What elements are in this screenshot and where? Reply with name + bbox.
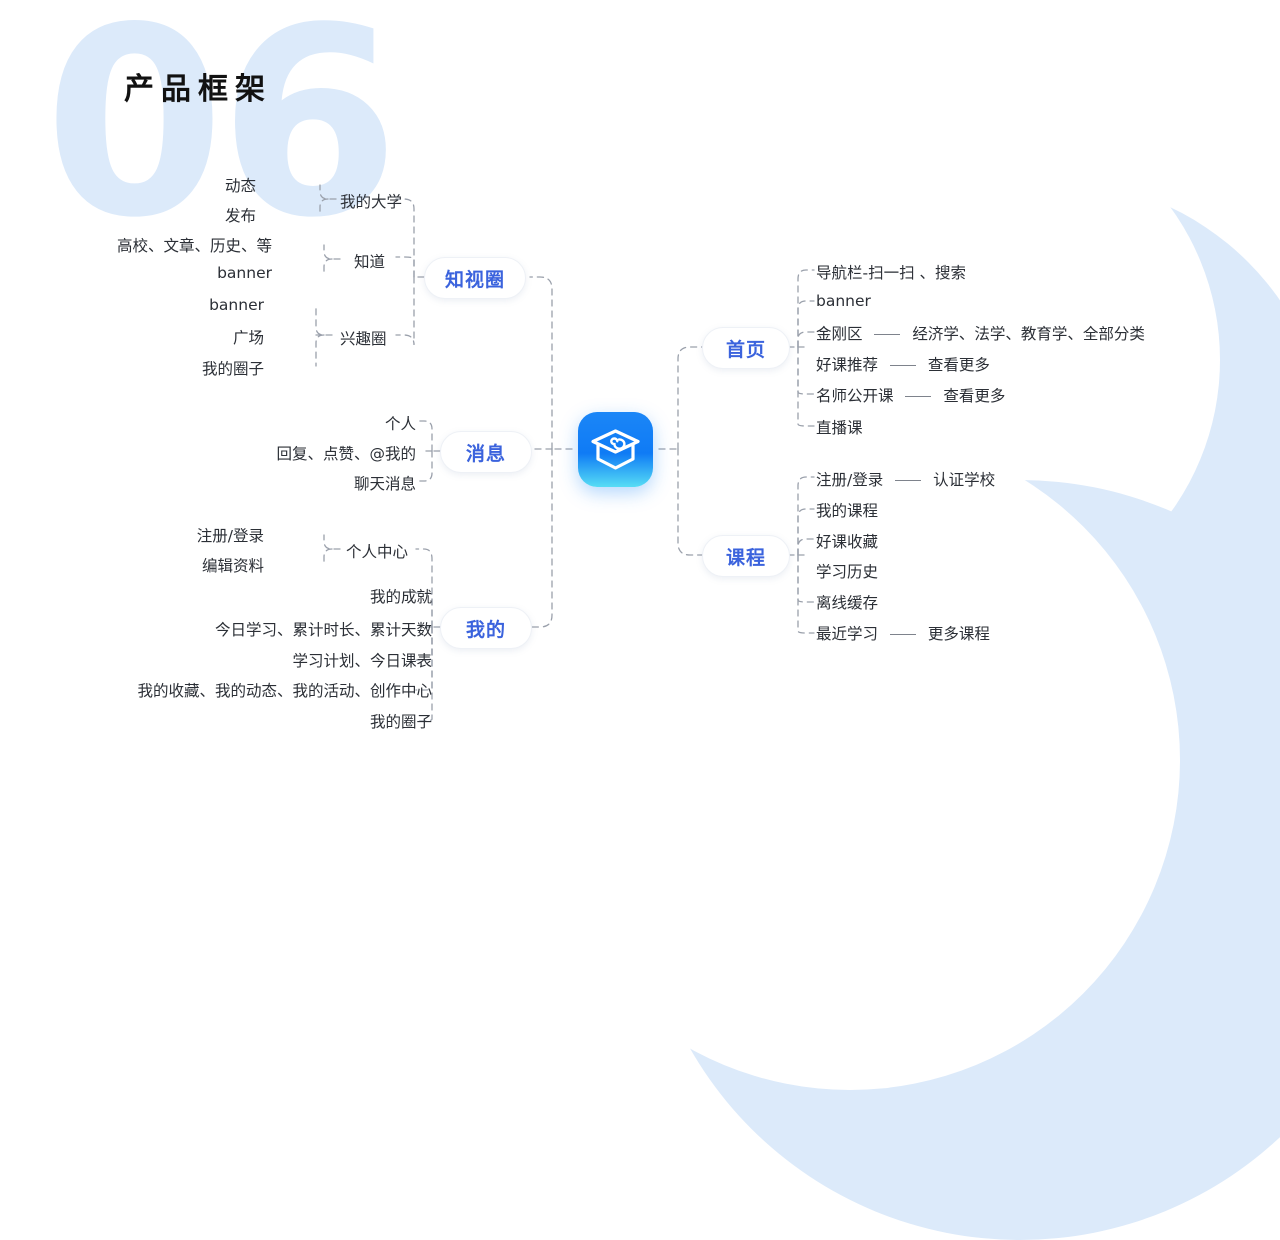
branch-label: 课程 (725, 546, 766, 569)
connector-dash (895, 480, 922, 481)
node-xingququan[interactable]: 兴趣圈 (340, 330, 387, 348)
leaf-xiaoxi-2[interactable]: 聊天消息 (353, 475, 416, 493)
leaf-label: 好课推荐 (816, 356, 879, 374)
node-personal-center[interactable]: 个人中心 (346, 543, 409, 561)
leaf-sublabel[interactable]: 查看更多 (943, 387, 1006, 405)
leaf-wode-study-plan[interactable]: 学习计划、今日课表 (292, 652, 432, 670)
leaf-label: 金刚区 (816, 325, 863, 343)
connector-dash (905, 396, 932, 397)
leaf-sublabel[interactable]: 查看更多 (927, 356, 990, 374)
leaf-label: 直播课 (816, 419, 863, 437)
leaf-wode-my-circle[interactable]: 我的圈子 (369, 713, 432, 731)
leaf-label: 我的课程 (816, 502, 879, 520)
leaf-kecheng-4[interactable]: 离线缓存 (816, 591, 878, 613)
leaf-zhidao-1[interactable]: banner (217, 264, 272, 282)
leaf-wode-achievement[interactable]: 我的成就 (369, 588, 432, 606)
leaf-shouye-0[interactable]: 导航栏-扫一扫 、搜索 (816, 261, 966, 283)
leaf-wode-collections[interactable]: 我的收藏、我的动态、我的活动、创作中心 (137, 682, 432, 700)
leaf-wode-study-stats[interactable]: 今日学习、累计时长、累计天数 (214, 621, 432, 639)
leaf-kecheng-1[interactable]: 我的课程 (816, 499, 878, 521)
leaf-shouye-4[interactable]: 名师公开课 查看更多 (816, 384, 1005, 406)
branch-label: 首页 (725, 338, 766, 361)
leaf-my-university-1[interactable]: 发布 (224, 207, 256, 225)
leaf-xiaoxi-1[interactable]: 回复、点赞、@我的 (276, 445, 416, 463)
branch-label: 知视圈 (444, 268, 505, 291)
leaf-kecheng-3[interactable]: 学习历史 (816, 560, 878, 582)
page-title: 产品框架 (124, 72, 272, 107)
leaf-xiaoxi-0[interactable]: 个人 (384, 415, 416, 433)
leaf-label: 名师公开课 (816, 387, 894, 405)
connector-dash (874, 334, 901, 335)
leaf-shouye-2[interactable]: 金刚区 经济学、法学、教育学、全部分类 (816, 322, 1145, 344)
leaf-label: 导航栏-扫一扫 、搜索 (816, 264, 967, 282)
branch-node-xiaoxi[interactable]: 消息 (440, 431, 532, 473)
branch-node-kecheng[interactable]: 课程 (702, 535, 790, 577)
leaf-zhidao-0[interactable]: 高校、文章、历史、等 (116, 237, 272, 255)
leaf-label: 注册/登录 (816, 471, 884, 489)
branch-label: 我的 (465, 618, 506, 641)
branch-node-shouye[interactable]: 首页 (702, 327, 790, 369)
leaf-xingququan-2[interactable]: 我的圈子 (201, 360, 264, 378)
leaf-xingququan-0[interactable]: banner (209, 296, 264, 314)
branch-node-wode[interactable]: 我的 (440, 607, 532, 649)
background-decoration: 06 (44, 0, 1280, 1240)
leaf-kecheng-2[interactable]: 好课收藏 (816, 530, 878, 552)
leaf-label: 最近学习 (816, 625, 879, 643)
leaf-shouye-3[interactable]: 好课推荐 查看更多 (816, 353, 990, 375)
node-zhidao[interactable]: 知道 (354, 253, 386, 271)
connector-dash (889, 365, 916, 366)
leaf-shouye-5[interactable]: 直播课 (816, 416, 863, 438)
graduation-cap-icon (591, 429, 640, 470)
leaf-personal-center-0[interactable]: 注册/登录 (196, 527, 264, 545)
leaf-personal-center-1[interactable]: 编辑资料 (201, 557, 264, 575)
connector-lines (315, 184, 815, 722)
branch-label: 消息 (465, 442, 506, 465)
node-my-university[interactable]: 我的大学 (340, 193, 403, 211)
leaf-label: 离线缓存 (816, 594, 879, 612)
leaf-shouye-1[interactable]: banner (816, 292, 871, 310)
leaf-sublabel[interactable]: 认证学校 (933, 471, 996, 489)
watermark-number: 06 (44, 0, 400, 275)
leaf-sublabel[interactable]: 更多课程 (927, 625, 990, 643)
background-blob-cutout-bottom (520, 430, 1180, 1090)
leaf-kecheng-0[interactable]: 注册/登录 认证学校 (816, 468, 995, 490)
connector-dash (889, 634, 916, 635)
leaf-label: 学习历史 (816, 563, 879, 581)
app-logo[interactable] (578, 412, 653, 487)
leaf-sublabel[interactable]: 经济学、法学、教育学、全部分类 (912, 325, 1145, 343)
background-blob-bottom-right (640, 480, 1280, 1240)
leaf-label: 好课收藏 (816, 533, 879, 551)
leaf-label: banner (816, 292, 871, 310)
leaf-kecheng-5[interactable]: 最近学习 更多课程 (816, 622, 990, 644)
leaf-my-university-0[interactable]: 动态 (224, 177, 256, 195)
leaf-xingququan-1[interactable]: 广场 (232, 329, 264, 347)
mindmap-canvas: 06 产品框架 (44, 0, 1280, 1240)
branch-node-zhishiquan[interactable]: 知视圈 (424, 257, 526, 299)
